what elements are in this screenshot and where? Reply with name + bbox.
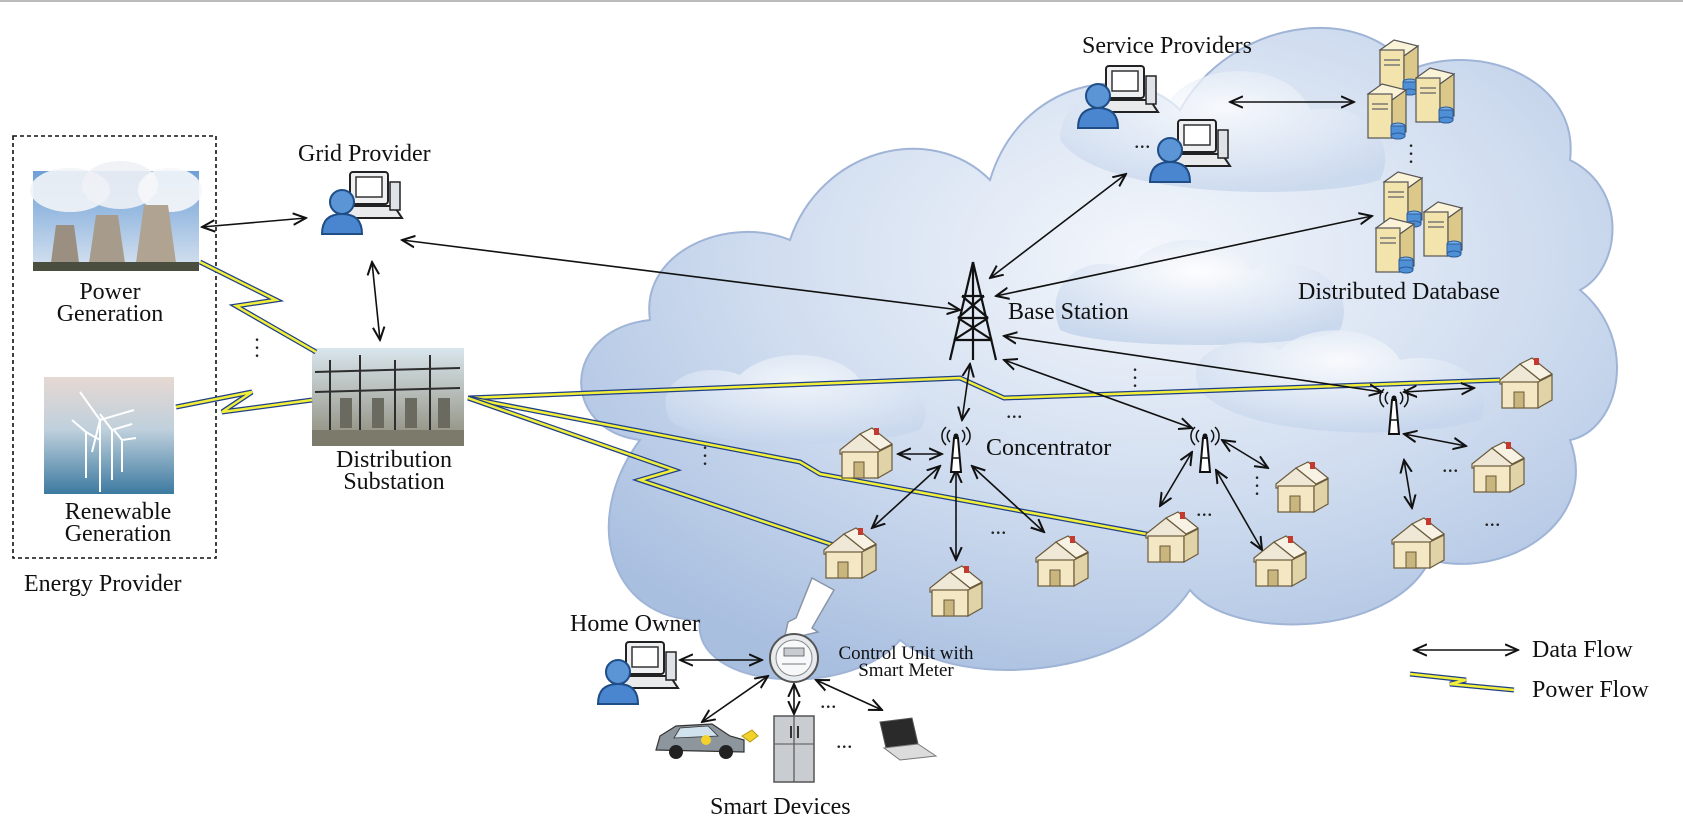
home-owner-label: Home Owner (570, 611, 700, 637)
control-unit-label-2: Smart Meter (858, 660, 954, 681)
ellipsis: ... (836, 728, 853, 753)
distribution-substation-image (312, 348, 464, 446)
renewable-generation-label-2: Generation (64, 521, 172, 547)
ellipsis: ... (820, 688, 837, 713)
legend-data-flow-label: Data Flow (1532, 637, 1633, 663)
ellipsis: ... (1006, 398, 1023, 423)
data-flow-arrows (202, 102, 1474, 722)
power-generation-image (30, 161, 202, 271)
distributed-database-label: Distributed Database (1298, 279, 1500, 305)
service-providers-label: Service Providers (1082, 33, 1252, 59)
power-generation-label-2: Generation (56, 301, 164, 327)
smart-meter-icon (769, 633, 819, 683)
vertical-ellipsis: ··· (701, 435, 709, 476)
ellipsis: ... (1196, 496, 1213, 521)
smart-devices-label: Smart Devices (710, 794, 851, 820)
vertical-ellipsis: ··· (1253, 465, 1261, 506)
distribution-substation-label-1: Distribution (335, 447, 452, 473)
ellipsis: ... (1484, 506, 1501, 531)
vertical-ellipsis: ··· (1131, 357, 1139, 398)
grid-provider-label: Grid Provider (298, 141, 431, 167)
car-icon (655, 723, 759, 759)
base-station-tower-icon (948, 261, 998, 361)
concentrator-label: Concentrator (986, 435, 1112, 461)
home-owner-computer-user-icon (597, 641, 679, 705)
ellipsis: ... (1442, 452, 1459, 477)
grid-provider-computer-user-icon (321, 171, 403, 235)
control-unit-label-1: Control Unit with (838, 643, 974, 664)
renewable-generation-image (44, 377, 174, 494)
renewable-generation-label-1: Renewable (64, 499, 172, 525)
fridge-icon (773, 715, 815, 783)
server-icon (1415, 67, 1455, 124)
vertical-ellipsis: ··· (253, 327, 261, 368)
server-icon (1375, 217, 1415, 274)
vertical-ellipsis: ··· (1407, 133, 1415, 174)
server-icon (1367, 83, 1407, 140)
power-generation-label-1: Power (79, 279, 141, 305)
energy-provider-label: Energy Provider (24, 571, 182, 597)
server-icon (1423, 201, 1463, 258)
ellipsis: ... (990, 514, 1007, 539)
legend-power-flow-line (1409, 671, 1515, 693)
laptop-icon (879, 717, 938, 761)
ellipsis: ... (1134, 128, 1151, 153)
legend-power-flow-label: Power Flow (1532, 677, 1649, 703)
distribution-substation-label-2: Substation (343, 469, 445, 495)
energy-provider-box (12, 135, 217, 559)
base-station-label: Base Station (1008, 299, 1129, 325)
